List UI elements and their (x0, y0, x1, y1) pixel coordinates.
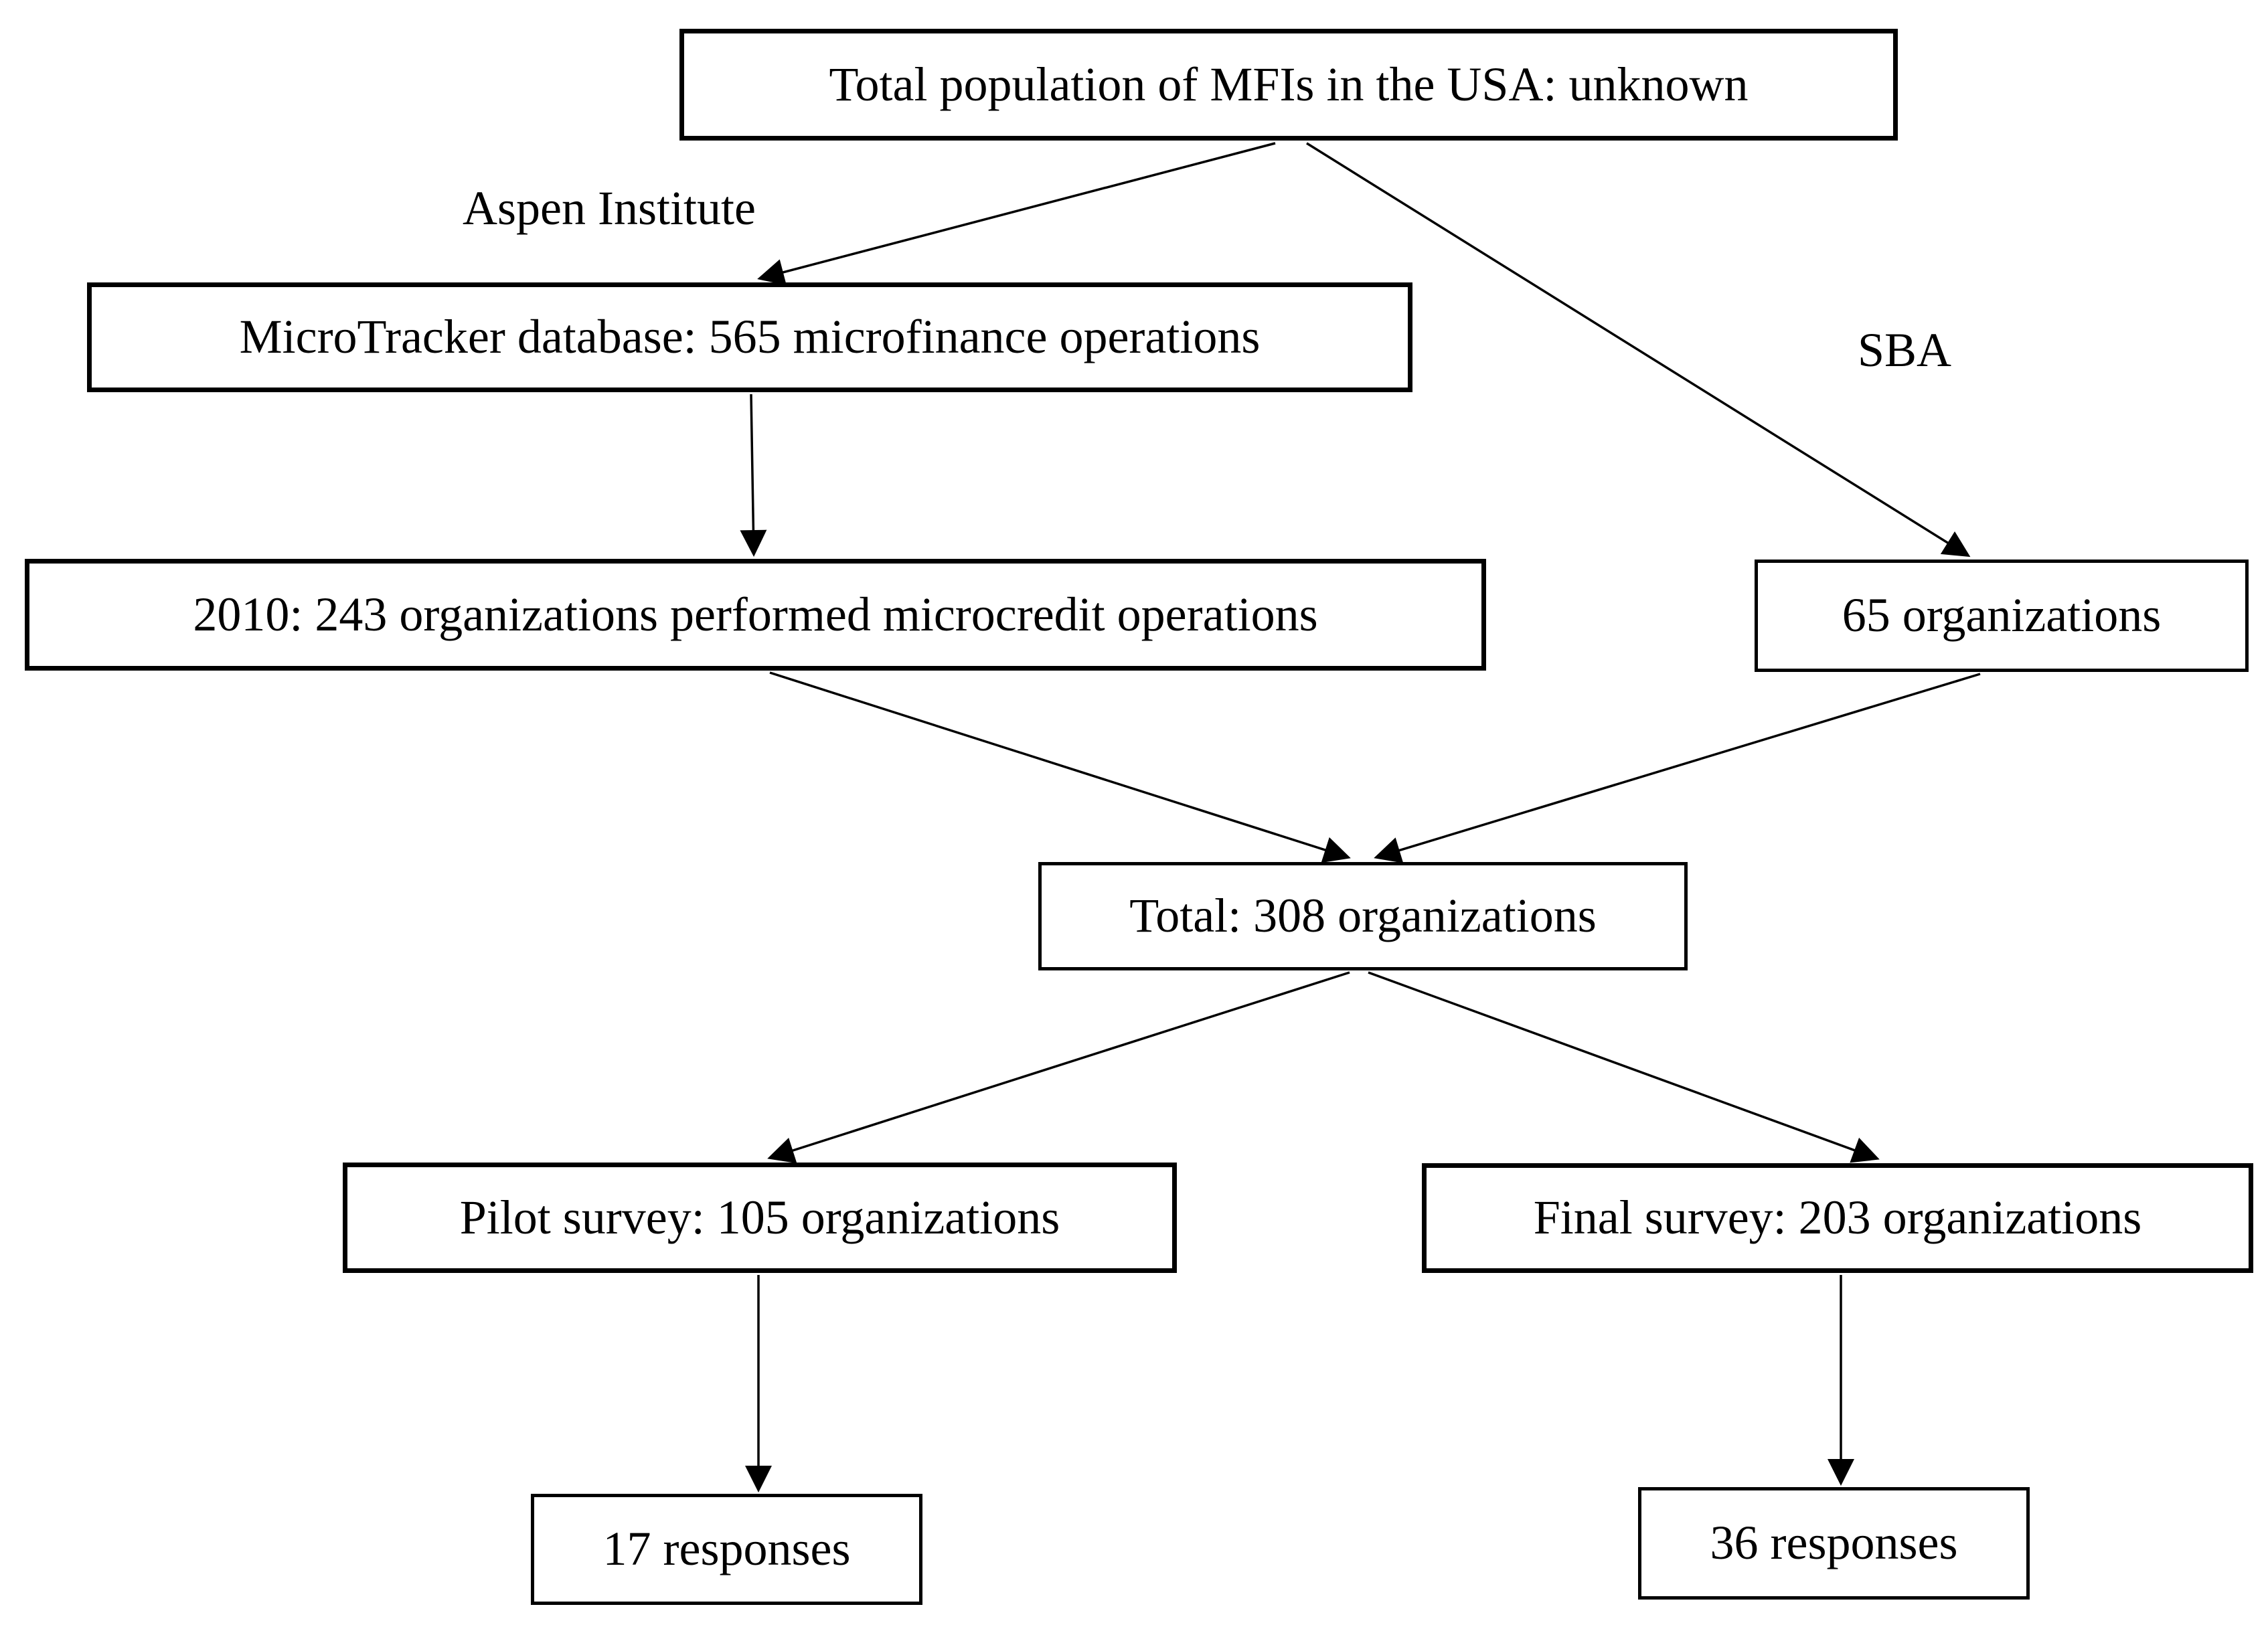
arrow-total-to-final (1368, 971, 1880, 1163)
arrow-microtracker-to-2010 (740, 394, 767, 557)
node-2010-organizations: 2010: 243 organizations performed microc… (25, 559, 1486, 671)
edge-label-sba: SBA (1857, 323, 1952, 377)
node-total-organizations: Total: 308 organizations (1038, 862, 1688, 970)
arrow-total-to-pilot (767, 971, 1350, 1164)
node-pilot-survey: Pilot survey: 105 organizations (343, 1163, 1177, 1273)
node-final-survey: Final survey: 203 organizations (1422, 1163, 2253, 1273)
node-microtracker-database: MicroTracker database: 565 microfinance … (87, 282, 1412, 392)
node-pilot-responses: 17 responses (531, 1494, 922, 1605)
arrow-sba-orgs-to-total (1374, 673, 1981, 863)
node-sba-organizations: 65 organizations (1755, 560, 2249, 672)
arrow-2010-to-total (769, 671, 1351, 863)
node-final-responses: 36 responses (1638, 1487, 2030, 1600)
edge-label-aspen-institute: Aspen Institute (463, 181, 756, 235)
node-total-population: Total population of MFIs in the USA: unk… (679, 29, 1898, 141)
